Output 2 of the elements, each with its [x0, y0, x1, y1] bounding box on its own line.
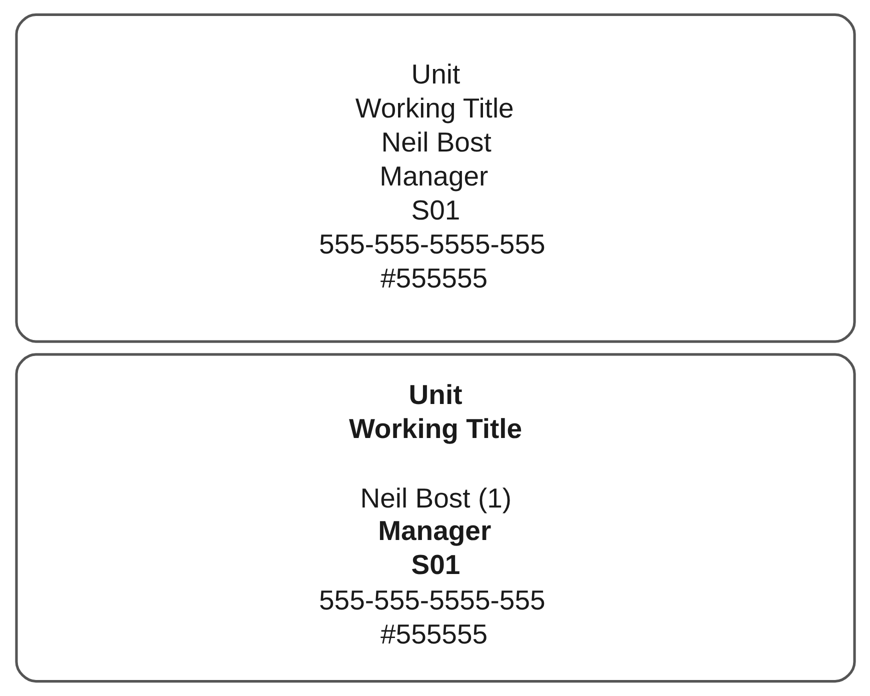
- node-box: Unit Working Title Neil Bost (1) Manager S01 555-555-5555-555 #555555: [14, 353, 856, 683]
- node-box: Unit Working Title Neil Bost Manager S01 555-555-5555-555 #555555: [14, 13, 856, 343]
